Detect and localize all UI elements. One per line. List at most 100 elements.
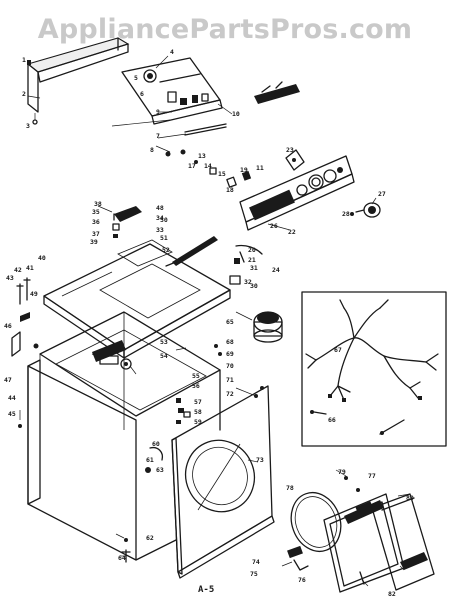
part-label-45: 45 (8, 410, 16, 418)
part-label-72: 72 (226, 390, 234, 398)
part-label-9: 9 (156, 108, 160, 116)
part-label-82: 82 (388, 590, 396, 598)
lid-hinge-rod (165, 236, 218, 267)
part-label-39: 39 (90, 238, 98, 246)
part-label-59: 59 (194, 418, 202, 426)
part-label-30: 30 (250, 282, 258, 290)
part-label-1: 1 (22, 56, 26, 64)
part-label-23: 23 (286, 146, 294, 154)
part-label-61: 61 (146, 456, 154, 464)
part-label-14: 14 (204, 162, 212, 170)
lid-switch-parts (97, 205, 142, 238)
part-number-labels: 1 2 3 4 5 6 7 8 9 10 11 13 14 15 17 18 1… (4, 48, 414, 598)
wire-connector (229, 244, 263, 285)
part-label-56: 56 (192, 382, 200, 390)
cabinet (27, 311, 221, 561)
part-label-70: 70 (226, 362, 234, 370)
part-label-24: 24 (272, 266, 280, 274)
part-label-41: 41 (26, 264, 34, 272)
selector-switches (194, 160, 252, 188)
timer-knob (350, 202, 381, 218)
part-label-63: 63 (156, 466, 164, 474)
part-label-36: 36 (92, 218, 100, 226)
part-label-40: 40 (38, 254, 46, 262)
part-label-4: 4 (170, 48, 174, 56)
part-label-67: 67 (334, 346, 342, 354)
part-label-78: 78 (286, 484, 294, 492)
front-panel (171, 385, 275, 579)
part-label-42: 42 (14, 266, 22, 274)
part-label-32: 32 (244, 278, 252, 286)
part-label-80: 80 (406, 494, 414, 502)
part-label-58: 58 (194, 408, 202, 416)
left-side-fasteners (11, 277, 39, 357)
part-label-21: 21 (248, 256, 256, 264)
control-panel-console (239, 149, 355, 231)
part-label-66: 66 (328, 416, 336, 424)
top-cover (43, 239, 231, 359)
part-label-8: 8 (150, 146, 154, 154)
part-label-5: 5 (134, 74, 138, 82)
part-label-76: 76 (298, 576, 306, 584)
control-mount-bracket (121, 57, 223, 125)
part-label-34: 34 (156, 214, 164, 222)
part-label-44: 44 (8, 394, 16, 402)
part-label-15: 15 (218, 170, 226, 178)
part-label-19: 19 (240, 166, 248, 174)
loading-door (323, 493, 405, 593)
blower-wheel (253, 311, 283, 343)
part-label-73: 73 (256, 456, 264, 464)
part-label-33: 33 (156, 226, 164, 234)
part-label-50: 50 (160, 216, 168, 224)
part-label-54: 54 (160, 352, 168, 360)
door-frame (371, 493, 435, 591)
part-label-17: 17 (188, 162, 196, 170)
part-label-31: 31 (250, 264, 258, 272)
part-label-11: 11 (256, 164, 264, 172)
part-label-28: 28 (342, 210, 350, 218)
cabinet-screws (18, 424, 164, 563)
page-label: A-5 (198, 585, 214, 595)
part-label-65: 65 (226, 318, 234, 326)
part-label-13: 13 (198, 152, 206, 160)
part-label-48: 48 (156, 204, 164, 212)
part-label-47: 47 (4, 376, 12, 384)
door-hinge-parts (287, 476, 365, 585)
part-label-64: 64 (118, 554, 126, 562)
part-label-37: 37 (92, 230, 100, 238)
part-label-71: 71 (226, 376, 234, 384)
part-label-18: 18 (226, 186, 234, 194)
part-label-57: 57 (194, 398, 202, 406)
part-label-55: 55 (192, 372, 200, 380)
part-label-22: 22 (288, 228, 296, 236)
part-label-2: 2 (22, 90, 26, 98)
part-label-75: 75 (250, 570, 258, 578)
part-label-53: 53 (160, 338, 168, 346)
part-label-69: 69 (226, 350, 234, 358)
console-clip (254, 81, 300, 104)
part-label-27: 27 (378, 190, 386, 198)
part-label-3: 3 (26, 122, 30, 130)
wiring-harness-inset (301, 291, 447, 447)
part-label-26: 26 (270, 222, 278, 230)
part-label-77: 77 (368, 472, 376, 480)
door-latch-parts (176, 344, 222, 424)
part-label-46: 46 (4, 322, 12, 330)
part-label-38: 38 (94, 200, 102, 208)
part-label-74: 74 (252, 558, 260, 566)
part-label-60: 60 (152, 440, 160, 448)
part-label-62: 62 (146, 534, 154, 542)
part-label-68: 68 (226, 338, 234, 346)
hinge-rod (165, 123, 227, 157)
leader-lines (19, 55, 411, 587)
part-label-7: 7 (156, 132, 160, 140)
part-label-43: 43 (6, 274, 14, 282)
door-seal-ring (290, 491, 342, 553)
part-label-49: 49 (30, 290, 38, 298)
console-rear-bracket (26, 37, 130, 125)
part-label-52: 52 (162, 246, 170, 254)
part-label-10: 10 (232, 110, 240, 118)
part-label-35: 35 (92, 208, 100, 216)
